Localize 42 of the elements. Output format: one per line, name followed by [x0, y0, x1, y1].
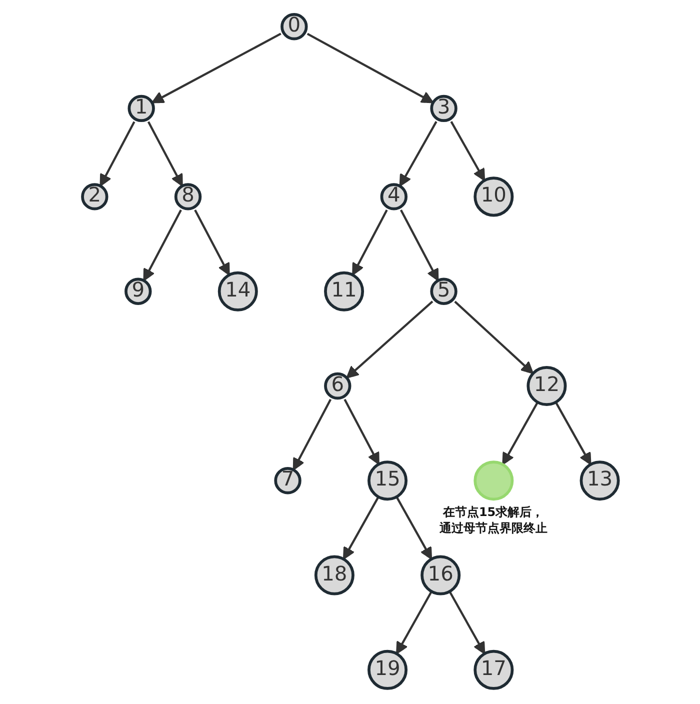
- arrow: [454, 300, 534, 374]
- arrow: [292, 398, 332, 470]
- node-circle: [473, 460, 514, 501]
- arrow: [342, 496, 379, 560]
- node-circle: 19: [367, 650, 408, 690]
- node-circle: 14: [217, 271, 258, 312]
- node-circle: 3: [430, 94, 457, 122]
- node-circle: 12: [526, 366, 566, 406]
- node-circle: 5: [430, 278, 457, 305]
- arrow: [554, 402, 591, 465]
- node-circle: 4: [380, 183, 408, 210]
- arrow: [502, 402, 538, 466]
- node-circle: 17: [473, 650, 514, 690]
- node-circle: 10: [473, 176, 514, 217]
- arrow: [346, 300, 433, 378]
- node-circle: 0: [280, 13, 308, 40]
- node-circle: 13: [579, 460, 620, 501]
- arrow: [142, 210, 182, 282]
- node-circle: 7: [274, 467, 301, 494]
- arrow: [400, 210, 438, 282]
- node-circle: 16: [420, 555, 460, 596]
- arrow: [398, 121, 437, 187]
- node-circle: 6: [324, 372, 351, 400]
- node-circle: 15: [367, 460, 408, 501]
- arrow: [147, 121, 182, 187]
- node-circle: 2: [80, 183, 108, 210]
- arrow: [306, 32, 434, 104]
- arrow: [450, 121, 485, 182]
- arrow: [194, 210, 230, 276]
- node-circle: 11: [324, 271, 364, 312]
- node-circle: 18: [314, 555, 354, 596]
- arrow: [99, 121, 135, 187]
- arrow: [352, 210, 388, 276]
- node-note: 在节点15求解后，通过母节点界限终止: [438, 504, 548, 537]
- arrow: [343, 398, 379, 465]
- node-circle: 1: [127, 94, 154, 122]
- arrow: [396, 590, 432, 654]
- node-circle: 8: [174, 183, 202, 210]
- arrow: [151, 32, 281, 104]
- arrow: [395, 496, 432, 560]
- node-circle: 9: [124, 278, 152, 305]
- arrow: [448, 590, 485, 654]
